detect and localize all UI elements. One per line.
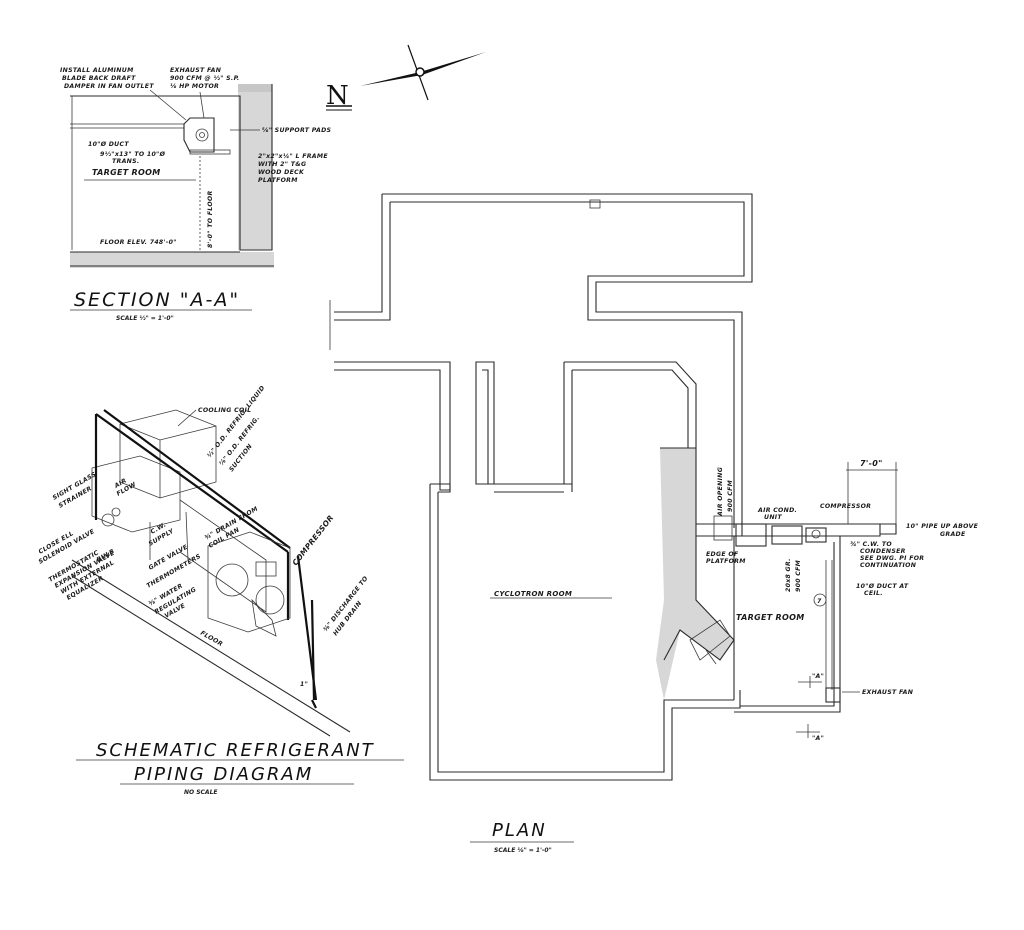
plan-scale: SCALE ⅛" = 1'-0" xyxy=(494,847,552,854)
fan-note-3: ⅛ HP MOTOR xyxy=(170,83,219,90)
cw-condenser-label-4: CONTINUATION xyxy=(860,562,917,569)
cw-condenser-label-3: SEE DWG. PI FOR xyxy=(860,555,924,562)
frame-note-1: 2"x2"x¼" L FRAME xyxy=(258,153,328,160)
exhaust-fan-label: EXHAUST FAN xyxy=(862,689,914,696)
frame-note-2: WITH 2" T&G xyxy=(258,161,306,168)
schematic-scale: NO SCALE xyxy=(184,789,218,796)
section-mark-upper: "A" xyxy=(812,673,824,680)
fan-note-2: 900 CFM @ ½" S.P. xyxy=(170,74,239,82)
pads-note: ⅝" SUPPORT PADS xyxy=(262,127,332,134)
plan-title: PLAN xyxy=(492,820,547,841)
fan-note-1: EXHAUST FAN xyxy=(170,67,222,74)
duct-ceil-label-1: 10"Ø DUCT AT xyxy=(856,582,909,590)
schematic-title-1: SCHEMATIC REFRIGERANT xyxy=(96,740,375,761)
edge-platform-label-2: PLATFORM xyxy=(706,558,746,565)
target-room-label: TARGET ROOM xyxy=(736,613,804,622)
north-arrow: N xyxy=(326,44,486,111)
trans-note-2: TRANS. xyxy=(112,158,140,165)
pipe-up-label-1: 10" PIPE UP ABOVE xyxy=(906,523,979,530)
schematic-title-2: PIPING DIAGRAM xyxy=(134,764,313,785)
section-room-label: TARGET ROOM xyxy=(92,168,160,177)
air-opening-label-2: 900 CFM xyxy=(727,479,734,512)
north-label: N xyxy=(326,81,349,111)
plan-dim: 7'-0" xyxy=(860,459,883,468)
duct-ceil-label-2: CEIL. xyxy=(864,590,883,597)
floor-elev-note: FLOOR ELEV. 748'-0" xyxy=(100,239,177,246)
floor-label: FLOOR xyxy=(199,630,224,648)
section-a-a: INSTALL ALUMINUM BLADE BACK DRAFT DAMPER… xyxy=(60,67,332,322)
pipe-up-label-2: GRADE xyxy=(940,531,966,538)
grille-label-1: 20x8 GR. xyxy=(785,558,792,592)
damper-note-3: DAMPER IN FAN OUTLET xyxy=(64,83,154,90)
section-scale: SCALE ½" = 1'-0" xyxy=(116,315,174,322)
cw-condenser-label-2: CONDENSER xyxy=(860,548,906,555)
plan-tag: 7 xyxy=(817,598,822,605)
height-note: 8'-0" TO FLOOR xyxy=(207,190,214,248)
ac-unit-label-2: UNIT xyxy=(764,514,782,521)
trans-note-1: 9½"x13" TO 10"Ø xyxy=(100,150,166,158)
one-inch-label: 1" xyxy=(300,681,308,688)
section-mark-lower: "A" xyxy=(812,735,824,742)
floor-plan: 7 7'-0" "A" "A" CYCLOTRON ROOM TARGET RO… xyxy=(329,193,979,854)
ac-unit-label-1: AIR COND. xyxy=(757,507,797,514)
section-title: SECTION "A-A" xyxy=(74,289,240,311)
edge-platform-label-1: EDGE OF xyxy=(706,551,739,558)
damper-note-2: BLADE BACK DRAFT xyxy=(62,75,136,82)
cw-condenser-label-1: ¾" C.W. TO xyxy=(850,541,892,548)
compressor-label: COMPRESSOR xyxy=(290,513,335,567)
frame-note-3: WOOD DECK xyxy=(258,169,305,176)
frame-note-4: PLATFORM xyxy=(258,177,298,184)
duct-note: 10"Ø DUCT xyxy=(88,140,129,148)
damper-note-1: INSTALL ALUMINUM xyxy=(60,67,134,74)
grille-label-2: 900 CFM xyxy=(795,559,802,592)
schematic-diagram: COOLING COIL ½" O.D. REFRIG. LIQUID ⅞" O… xyxy=(38,384,404,796)
cyclotron-room-label: CYCLOTRON ROOM xyxy=(494,590,572,598)
compressor-plan-label: COMPRESSOR xyxy=(820,503,871,510)
air-opening-label-1: AIR OPENING xyxy=(717,467,724,517)
cooling-coil-label: COOLING COIL xyxy=(198,407,251,414)
